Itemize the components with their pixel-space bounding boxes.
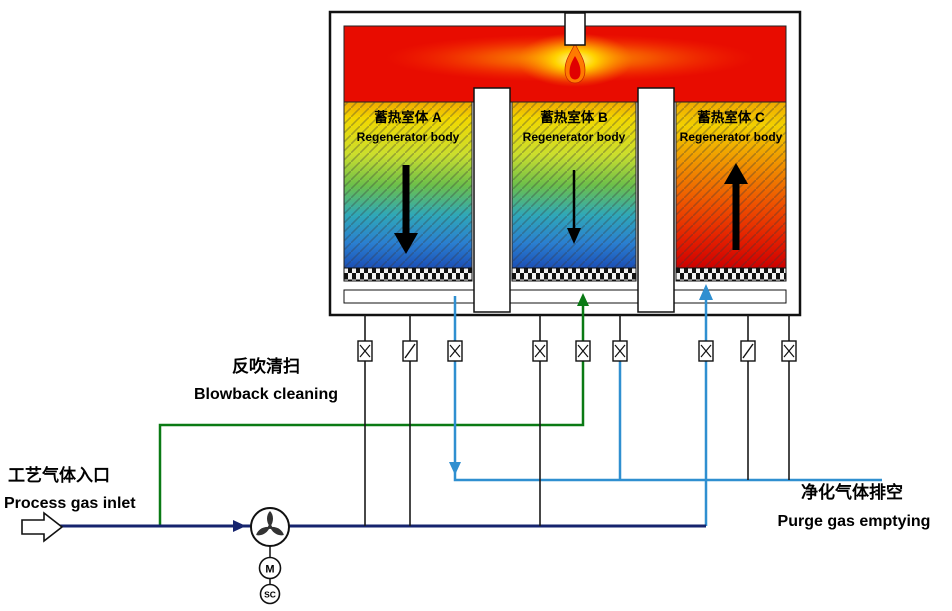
valve-5 <box>575 340 591 362</box>
blowback-line <box>158 296 585 526</box>
valve-symbol <box>449 344 461 358</box>
flow-arrow-b-down-head <box>567 228 581 244</box>
burner-chimney <box>564 12 586 46</box>
blowback-label-cn: 反吹清扫 <box>232 356 300 376</box>
valve-symbol <box>577 344 589 358</box>
regenerator-c-name-en: Regenerator body <box>680 130 783 144</box>
flame-inner <box>569 56 581 80</box>
valve-bank <box>357 340 797 362</box>
purge-label-en: Purge gas emptying <box>778 513 931 530</box>
regenerator-b-name-en: Regenerator body <box>523 130 626 144</box>
regenerator-c-hatch <box>676 102 786 268</box>
furnace: 蓄热室体 A Regenerator body 蓄热室体 B Regenerat… <box>328 10 802 317</box>
blowback-label-en: Blowback cleaning <box>194 386 338 403</box>
divider-pillar-2 <box>637 87 675 313</box>
valve-3 <box>447 340 463 362</box>
regenerator-c-name-cn: 蓄热室体 C <box>697 109 765 125</box>
regenerator-a: 蓄热室体 A Regenerator body <box>343 101 473 282</box>
inlet-flow-arrow <box>233 520 246 532</box>
valve-symbol <box>783 344 795 358</box>
valve-slash-symbol <box>742 343 754 359</box>
regenerator-b: 蓄热室体 B Regenerator body <box>511 101 637 282</box>
regenerator-b-name-cn: 蓄热室体 B <box>540 109 608 125</box>
inlet-riser-arrow-up <box>699 284 713 300</box>
valve-8 <box>740 340 756 362</box>
motor-label: M <box>265 564 274 576</box>
valve-9 <box>781 340 797 362</box>
valve-symbol <box>359 344 371 358</box>
valve-symbol <box>614 344 626 358</box>
purge-label-cn: 净化气体排空 <box>801 482 903 502</box>
purge-arrow-down <box>449 462 461 475</box>
blowback-arrow-up <box>577 293 589 306</box>
flow-arrow-c-up-head <box>724 163 748 184</box>
valve-slash-symbol <box>404 343 416 359</box>
divider-pillar-1 <box>473 87 511 313</box>
valve-7 <box>698 340 714 362</box>
regenerator-a-grate <box>343 267 473 282</box>
regenerator-a-name-cn: 蓄热室体 A <box>374 109 442 125</box>
piping <box>50 284 882 532</box>
flow-arrow-a-down-head <box>394 233 418 254</box>
speed-controller-label: SC <box>264 590 276 600</box>
valve-1 <box>357 340 373 362</box>
valve-symbol <box>700 344 712 358</box>
regenerator-c: 蓄热室体 C Regenerator body <box>675 101 787 282</box>
speed-controller-icon <box>259 583 281 605</box>
regenerator-a-name-en: Regenerator body <box>357 130 460 144</box>
inlet-label-cn: 工艺气体入口 <box>8 465 110 485</box>
blower-unit: M SC <box>250 507 290 605</box>
inlet-label-en: Process gas inlet <box>4 495 136 512</box>
purge-line-a <box>453 296 882 482</box>
valve-symbol <box>534 344 546 358</box>
valve-2 <box>402 340 418 362</box>
regenerator-c-grate <box>675 267 787 282</box>
valve-6 <box>612 340 628 362</box>
bottom-plenum <box>343 289 787 304</box>
regenerator-b-grate <box>511 267 637 282</box>
labels: 反吹清扫 Blowback cleaning 工艺气体入口 Process ga… <box>4 356 930 530</box>
fan-blades-icon <box>256 511 284 536</box>
branch-pipes <box>364 315 790 526</box>
valve-4 <box>532 340 548 362</box>
inlet-block-arrow-icon <box>21 511 64 543</box>
